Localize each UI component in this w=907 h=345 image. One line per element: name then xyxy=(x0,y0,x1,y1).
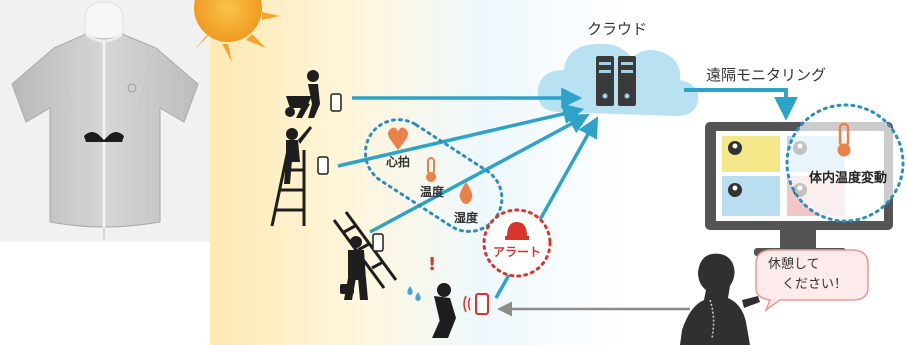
worker-crouching: ! xyxy=(407,254,456,338)
user-icon xyxy=(728,141,742,155)
humidity-label: 湿度 xyxy=(454,210,479,225)
worker-wheelbarrow xyxy=(285,70,320,118)
smartphone-icon xyxy=(317,156,329,175)
thermometer-icon xyxy=(837,122,851,157)
server-icon xyxy=(596,56,636,106)
remote-monitoring-label: 遠隔モニタリング xyxy=(706,66,826,84)
cloud-label: クラウド xyxy=(587,20,647,38)
alert-smartphone-icon xyxy=(463,293,489,315)
sweat-drop-icon xyxy=(407,286,413,295)
supervisor-silhouette xyxy=(680,253,760,345)
speech-bubble-icon xyxy=(755,249,869,313)
temperature-label: 温度 xyxy=(420,184,445,199)
smartphone-icon xyxy=(330,93,342,112)
user-icon xyxy=(728,183,742,197)
smartphone-icon xyxy=(372,233,384,252)
heart-rate-label: 心拍 xyxy=(386,154,410,169)
alarm-icon xyxy=(505,222,529,240)
sky-gradient xyxy=(210,0,630,345)
sweat-drop-icon xyxy=(415,292,421,301)
worker-carrying-ladder xyxy=(332,211,398,300)
sun-icon xyxy=(194,0,280,62)
alert-circle xyxy=(482,208,552,278)
temperature-alert-highlight xyxy=(785,103,905,223)
warning-mark-icon: ! xyxy=(428,254,436,275)
worker-card xyxy=(722,176,780,216)
speech-line-2: ください！ xyxy=(782,277,847,292)
worker-card xyxy=(722,136,780,172)
water-drop-icon xyxy=(459,182,473,204)
thermometer-icon xyxy=(426,157,436,182)
heart-icon xyxy=(388,127,408,150)
worker-ladder xyxy=(270,126,312,227)
smart-shirt-photo xyxy=(11,1,199,240)
body-temp-change-label: 体内温度変動 xyxy=(809,170,887,186)
speech-line-1: 休憩して xyxy=(768,256,820,272)
remote-monitoring-arrow xyxy=(684,88,798,121)
alert-label: アラート xyxy=(493,245,541,259)
